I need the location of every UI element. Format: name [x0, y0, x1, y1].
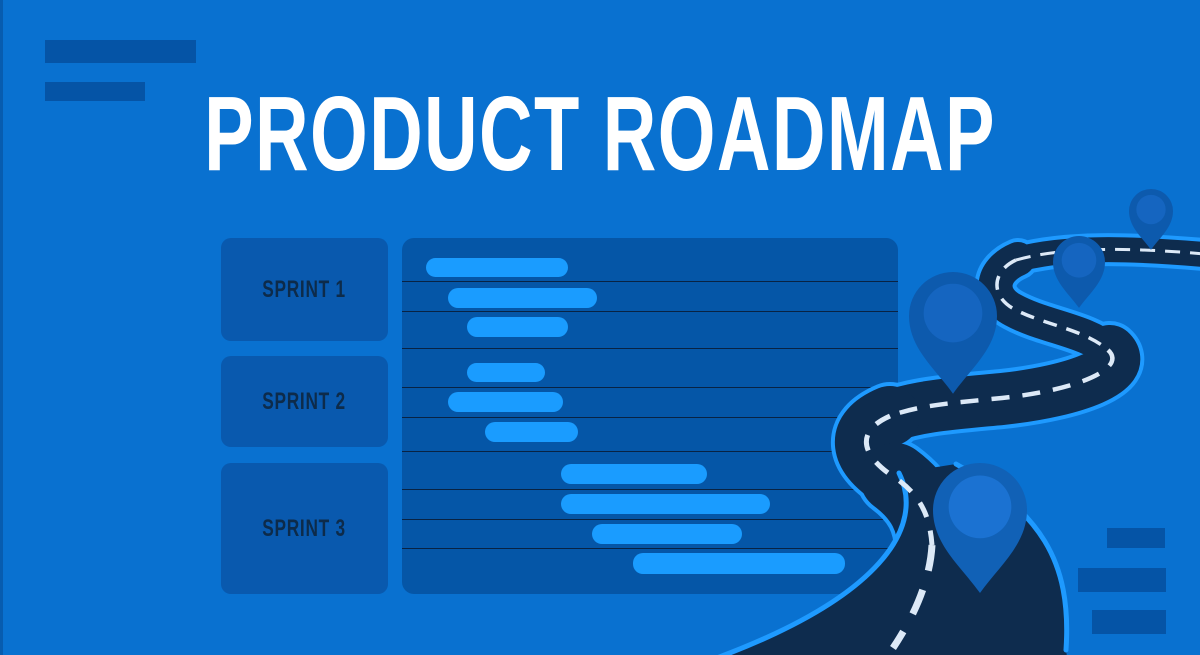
row-divider	[402, 348, 898, 349]
location-pin-icon	[933, 463, 1027, 594]
row-divider	[402, 311, 898, 312]
gantt-bar	[561, 464, 707, 484]
road-asphalt	[835, 237, 1200, 583]
road-edge-accents	[831, 233, 1200, 587]
location-pin-icon	[1129, 189, 1173, 250]
decoration-bar	[45, 82, 145, 101]
decoration-bar	[45, 40, 196, 63]
sprint-box-1: SPRINT 1	[221, 238, 388, 341]
location-pin-icon	[1053, 236, 1105, 308]
sprint-label: SPRINT 3	[262, 514, 347, 542]
row-divider	[402, 451, 898, 452]
decoration-bar	[1092, 610, 1166, 634]
gantt-panel	[402, 238, 898, 594]
gantt-bar	[448, 288, 597, 308]
row-divider	[402, 519, 898, 520]
sprint-label: SPRINT 1	[262, 275, 347, 303]
row-divider	[402, 548, 898, 549]
slide-title: PRODUCT ROADMAP	[204, 75, 996, 193]
gantt-bar	[426, 258, 568, 277]
gantt-bar	[485, 422, 578, 442]
left-edge-stripe	[0, 0, 3, 655]
gantt-bar	[448, 392, 563, 412]
decoration-bar	[1107, 528, 1165, 548]
row-divider	[402, 417, 898, 418]
gantt-bar	[467, 317, 568, 337]
sprint-box-2: SPRINT 2	[221, 356, 388, 447]
row-divider	[402, 281, 898, 282]
gantt-bar	[467, 363, 545, 382]
decoration-bar	[1078, 568, 1166, 592]
gantt-bar	[592, 524, 742, 544]
row-divider	[402, 387, 898, 388]
gantt-bar	[633, 553, 845, 574]
gantt-bar	[561, 494, 770, 514]
sprint-box-3: SPRINT 3	[221, 463, 388, 594]
sprint-label: SPRINT 2	[262, 387, 347, 415]
row-divider	[402, 489, 898, 490]
location-pin-icon	[909, 272, 997, 394]
